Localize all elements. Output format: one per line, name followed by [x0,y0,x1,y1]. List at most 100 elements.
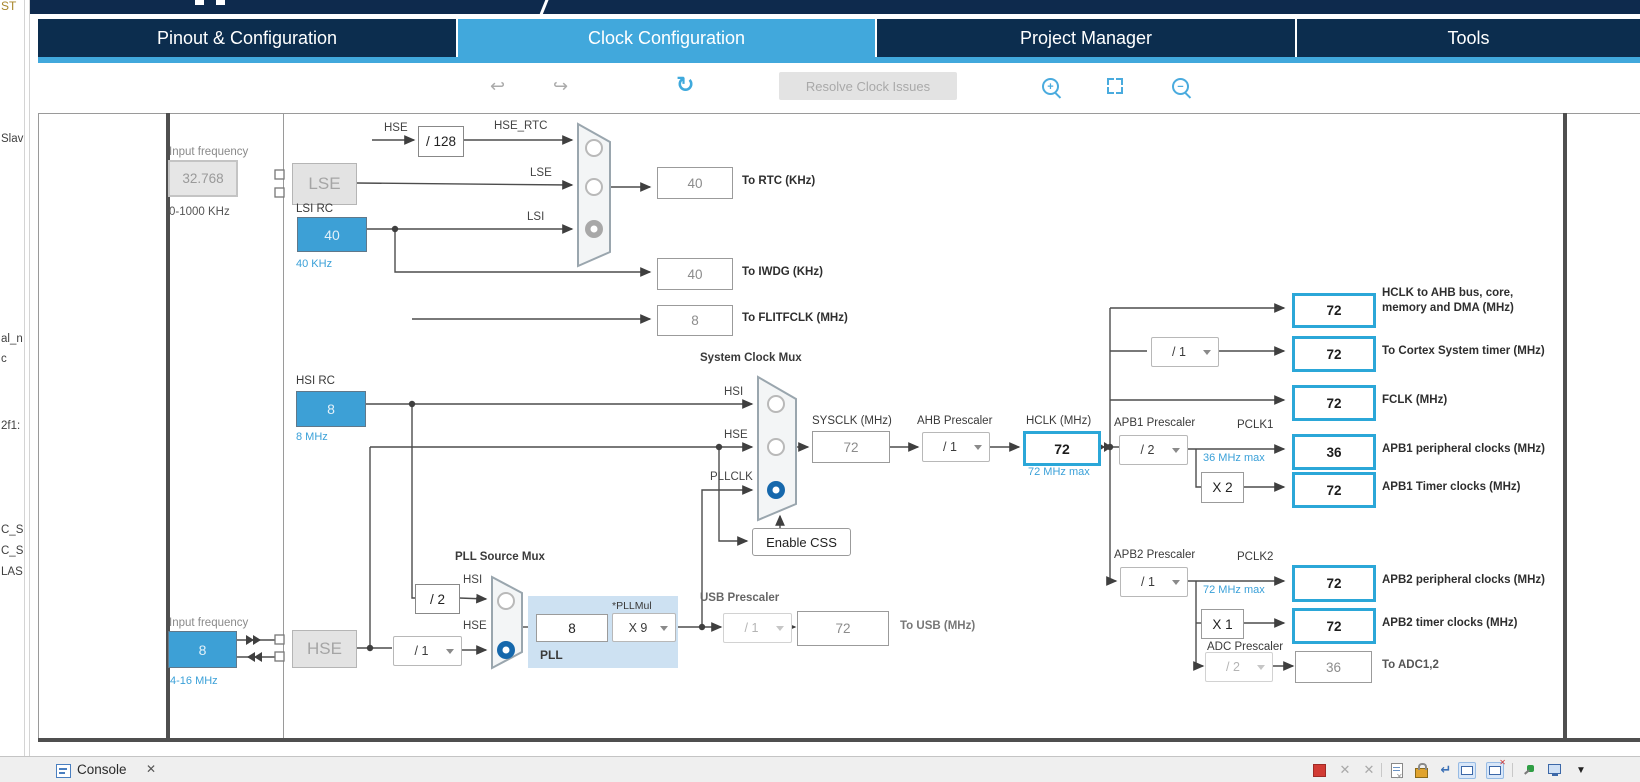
pllmul-select[interactable]: X 9 [612,613,676,642]
toolbar-separator [1512,763,1513,777]
lse-pin-connector[interactable] [274,187,285,198]
terminate-icon[interactable] [1310,762,1328,778]
tab-label: Pinout & Configuration [156,27,338,48]
radio-hsi[interactable] [767,395,785,413]
zoom-out-icon[interactable]: − [1172,78,1189,95]
pin-console-icon[interactable] [1520,762,1538,778]
lsi-rc-label: LSI RC [296,203,334,215]
tab-clock-configuration[interactable]: Clock Configuration [458,19,875,57]
open-console-icon[interactable] [1545,762,1563,778]
to-adc-label: To ADC1,2 [1382,659,1439,671]
lse-oscillator-button[interactable]: LSE [292,163,357,205]
console-close-icon[interactable]: ✕ [146,762,157,776]
hclk-ahb-bus-value[interactable]: 72 [1292,293,1376,328]
radio-lse[interactable] [585,178,603,196]
show-console-on-error-icon[interactable]: ✕ [1486,758,1506,779]
scroll-lock-icon[interactable] [1412,762,1430,778]
radio-pllclk-dot [772,486,780,494]
radio-hse[interactable] [767,438,785,456]
hse-input-frequency-label: Input frequency [169,617,249,629]
tab-label: Project Manager [1019,27,1153,48]
radio-hse-rtc[interactable] [585,139,603,157]
pll-label: PLL [540,648,563,662]
hsi-rc-box[interactable]: 8 [296,391,366,427]
resolve-clock-issues-button[interactable]: Resolve Clock Issues [779,72,957,100]
fclk-value[interactable]: 72 [1292,385,1376,421]
lse-wire-label: LSE [530,167,552,179]
lse-frequency-field: 32.768 [168,160,238,197]
apb2-timer-value[interactable]: 72 [1292,608,1376,644]
hsi-wire-label: HSI [724,386,744,398]
pll-source-mux-title: PLL Source Mux [455,551,545,563]
pll-input-value: 8 [536,614,608,642]
remove-all-launches-icon[interactable]: ✕ [1363,762,1375,777]
remove-launch-icon[interactable]: ✕ [1339,762,1351,777]
hse-frequency-field[interactable]: 8 [168,631,237,668]
console-dropdown-arrow-icon[interactable]: ▼ [1576,764,1586,776]
hse-pin-connector[interactable] [274,634,285,645]
rtc-divider-box: / 128 [418,126,464,157]
apb1-peripheral-value[interactable]: 36 [1292,434,1376,470]
tab-label: Tools [1447,27,1490,48]
chevron-down-icon [776,626,784,631]
usb-clock-value: 72 [797,611,889,646]
lse-pin-connector[interactable] [274,169,285,180]
hclk-value-field[interactable]: 72 [1023,431,1101,466]
chevron-down-icon [1172,448,1180,453]
apb2-peripheral-value[interactable]: 72 [1292,565,1376,602]
fclk-label: FCLK (MHz) [1382,394,1448,406]
hclk-ahb-bus-label-line1: HCLK to AHB bus, core, [1382,287,1514,299]
background-text-fragment: al_n [1,333,23,345]
word-wrap-icon[interactable]: ↵ [1440,762,1452,777]
show-console-on-output-icon[interactable] [1458,761,1476,779]
hse-pin-connector[interactable] [274,651,285,662]
chevron-down-icon [1257,665,1265,670]
adc-prescaler-select: / 2 [1205,652,1273,682]
cortex-timer-value[interactable]: 72 [1292,336,1376,372]
rtc-clock-mux[interactable] [577,122,611,268]
tab-tools[interactable]: Tools [1297,19,1640,57]
apb1-timer-value[interactable]: 72 [1292,472,1376,508]
undo-icon[interactable]: ↩ [490,76,506,96]
apb1-timer-label: APB1 Timer clocks (MHz) [1382,481,1521,493]
zoom-in-icon[interactable]: + [1042,78,1059,95]
radio-hsi-div2[interactable] [497,592,515,610]
hse-prediv-select[interactable]: / 1 [393,636,462,666]
hse-wire-label: HSE [463,620,487,632]
apb2-prescaler-select[interactable]: / 1 [1120,567,1188,597]
to-flitfclk-label: To FLITFCLK (MHz) [742,312,848,324]
tab-label: Clock Configuration [587,27,746,48]
tab-project-manager[interactable]: Project Manager [877,19,1295,57]
fit-to-screen-icon[interactable] [1107,78,1123,94]
adc-clock-value: 36 [1295,651,1372,683]
apb1-max-label: 36 MHz max [1203,452,1265,464]
ahb-prescaler-select[interactable]: / 1 [922,432,990,462]
hsi-frequency-label: 8 MHz [296,431,328,443]
refresh-icon[interactable]: ↻ [676,72,695,97]
system-clock-mux[interactable] [757,375,797,522]
mcu-boundary-left [166,113,170,738]
redo-icon[interactable]: ↪ [553,76,569,96]
lsi-rc-box[interactable]: 40 [297,217,367,252]
pll-source-mux[interactable] [491,575,523,670]
lsi-wire-label: LSI [527,211,545,223]
apb2-timer-label: APB2 timer clocks (MHz) [1382,617,1518,629]
background-text-fragment: C_S [1,524,24,536]
apb2-peripheral-label: APB2 peripheral clocks (MHz) [1382,574,1545,586]
apb2-max-label: 72 MHz max [1203,584,1265,596]
lse-input-frequency-label: Input frequency [169,146,249,158]
usb-prescaler-value: / 1 [744,621,759,635]
hse-rtc-wire-label: HSE_RTC [494,120,548,132]
pclk1-label: PCLK1 [1237,419,1274,431]
clear-console-icon[interactable]: ✕ [1388,762,1406,781]
apb1-prescaler-select[interactable]: / 2 [1119,435,1188,465]
tab-pinout-configuration[interactable]: Pinout & Configuration [38,19,456,57]
hse-oscillator-button[interactable]: HSE [292,630,357,668]
to-rtc-label: To RTC (KHz) [742,175,816,187]
cortex-prescaler-select[interactable]: / 1 [1151,337,1219,367]
adc-prescaler-value: / 2 [1226,660,1240,674]
console-tab[interactable]: Console [77,762,127,777]
usb-prescaler-label: USB Prescaler [700,592,780,604]
enable-css-button[interactable]: Enable CSS [752,528,851,556]
